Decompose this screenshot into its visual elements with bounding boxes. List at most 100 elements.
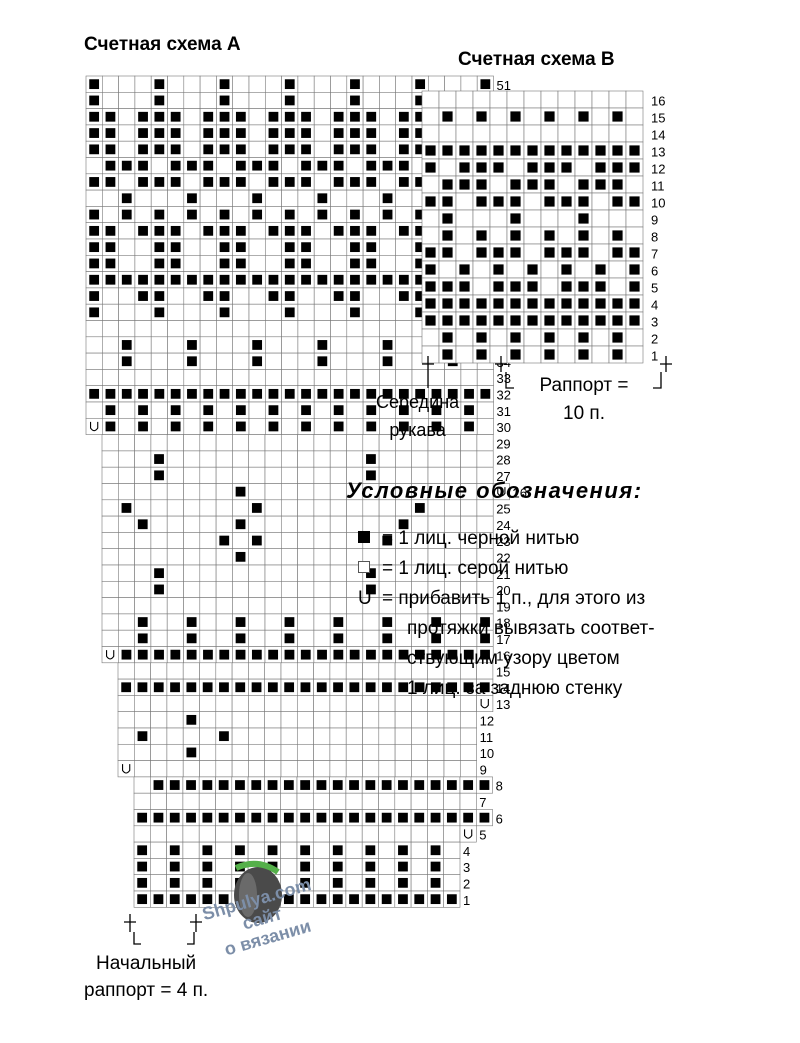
chart-b-black-stitch <box>561 196 572 207</box>
chart-a-cell <box>102 75 119 93</box>
chart-a-cell <box>346 450 364 468</box>
chart-a-cell <box>443 727 461 745</box>
chart-b-black-stitch <box>544 196 555 207</box>
chart-a-black-stitch <box>251 682 262 693</box>
chart-a-black-stitch <box>187 160 197 171</box>
chart-a-cell <box>199 206 217 223</box>
chart-b-black-stitch <box>629 315 640 326</box>
chart-a-black-stitch <box>219 682 229 693</box>
chart-b-black-stitch <box>442 179 453 190</box>
chart-a-cell <box>199 711 217 729</box>
chart-a-cell <box>248 548 266 566</box>
chart-a-black-stitch <box>382 617 393 627</box>
chart-a-cell <box>183 466 201 484</box>
chart-a-cell <box>166 711 184 729</box>
chart-b-black-stitch <box>595 264 606 275</box>
chart-a-black-stitch <box>187 388 197 399</box>
chart-a-cell <box>280 466 298 484</box>
chart-a-row-number: 24 <box>496 518 510 533</box>
yarn-ball-logo <box>234 860 282 923</box>
chart-a-cell <box>362 695 380 713</box>
chart-a-cell <box>248 173 266 191</box>
chart-a-cell <box>166 613 184 631</box>
chart-a-cell <box>330 92 348 109</box>
chart-a-cell <box>183 417 201 435</box>
chart-a-row-number: 21 <box>496 567 510 582</box>
chart-a-black-stitch <box>202 861 213 872</box>
chart-a-black-stitch <box>350 307 360 318</box>
chart-b-cell <box>489 209 508 228</box>
chart-a-cell <box>248 466 266 484</box>
chart-a-black-stitch <box>138 421 148 432</box>
legend-increase: U= прибавить 1 п., для этого из <box>358 584 645 614</box>
chart-b-black-stitch <box>578 179 589 190</box>
chart-a-black-stitch <box>219 291 230 301</box>
chart-a-black-stitch <box>138 388 148 399</box>
chart-a-cell <box>216 401 233 419</box>
chart-b-black-stitch <box>493 162 504 173</box>
chart-a-cell <box>118 92 136 109</box>
chart-b-cell <box>472 277 491 296</box>
chart-a-black-stitch <box>415 144 426 155</box>
chart-a-black-stitch <box>381 812 392 823</box>
chart-a-cell <box>313 548 331 566</box>
chart-a-cell <box>248 515 266 533</box>
chart-b-cell <box>438 124 457 143</box>
chart-a-black-stitch <box>333 128 344 138</box>
chart-a-black-stitch <box>381 780 392 790</box>
chart-a-cell <box>199 303 217 321</box>
chart-a-cell <box>296 825 314 843</box>
chart-a-black-stitch <box>284 617 295 627</box>
chart-a-cell <box>379 108 396 126</box>
chart-a-cell <box>166 727 184 745</box>
chart-b-black-stitch <box>425 247 436 258</box>
chart-a-cell <box>231 825 249 843</box>
chart-a-black-stitch <box>333 291 344 301</box>
chart-a-cell <box>362 760 380 778</box>
chart-a-cell <box>215 548 233 566</box>
chart-a-black-stitch <box>170 649 181 660</box>
chart-a-cell <box>102 287 119 305</box>
chart-a-cell <box>264 189 282 207</box>
chart-a-black-stitch <box>349 649 360 660</box>
chart-a-cell <box>199 597 217 615</box>
chart-a-cell <box>231 695 249 713</box>
chart-a-cell <box>459 711 477 729</box>
chart-a-cell <box>215 695 233 713</box>
chart-a-cell <box>248 238 266 256</box>
chart-a-row-number: 26 <box>513 485 527 500</box>
chart-a-cell <box>199 255 217 272</box>
chart-a-black-stitch <box>414 812 425 823</box>
chart-a-cell <box>183 140 201 158</box>
chart-a-cell <box>248 727 265 745</box>
chart-a-cell <box>313 222 331 240</box>
legend-title: Условные обозначения: <box>346 478 643 503</box>
chart-a-cell <box>215 515 233 533</box>
chart-a-black-stitch <box>137 633 148 644</box>
chart-a-cell <box>134 206 152 223</box>
chart-a-cell <box>166 548 184 566</box>
chart-a-cell <box>118 124 136 142</box>
chart-a-cell <box>313 760 331 778</box>
chart-a-increase-symbol <box>106 650 115 660</box>
chart-a-black-stitch <box>268 160 279 171</box>
chart-a-cell <box>215 434 233 452</box>
chart-b-black-stitch <box>476 111 487 122</box>
chart-a-black-stitch <box>219 177 230 187</box>
chart-a-cell <box>118 303 136 321</box>
chart-a-cell <box>215 450 233 468</box>
chart-a-cell <box>150 157 168 175</box>
chart-a-cell <box>150 792 167 810</box>
chart-a-cell <box>443 711 461 729</box>
chart-a-cell <box>329 792 347 810</box>
chart-a-cell <box>281 157 299 175</box>
chart-a-cell <box>199 450 217 468</box>
chart-a-cell <box>183 483 201 501</box>
chart-a-cell <box>346 352 364 370</box>
chart-b-row-number: 11 <box>651 179 665 194</box>
chart-a-black-stitch <box>398 111 409 122</box>
chart-b-cell <box>506 90 525 109</box>
chart-a-black-stitch <box>202 682 213 693</box>
chart-b-cell <box>489 107 508 126</box>
chart-a-black-stitch <box>415 388 426 399</box>
